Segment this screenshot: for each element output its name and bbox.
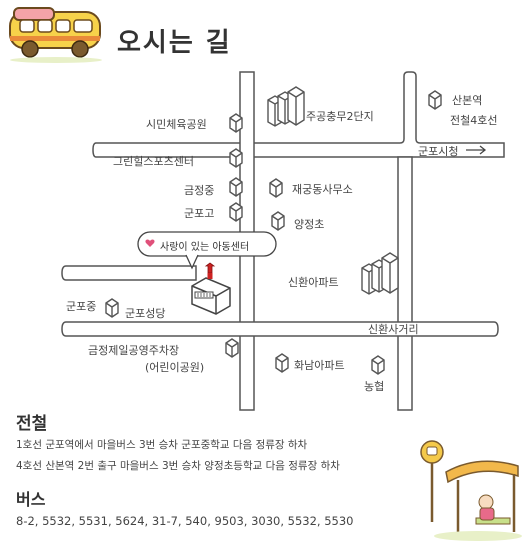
subway-line-4: 4호선 산본역 2번 출구 마을버스 3번 승차 양정초등학교 다음 정류장 하…	[16, 460, 340, 472]
label-sinhwan-junction: 신환사거리	[368, 323, 419, 336]
location-marker-icon	[204, 262, 216, 274]
destination-building	[191, 262, 231, 315]
label-gunpo-high: 군포고	[184, 207, 215, 220]
bus-heading: 버스	[16, 490, 46, 509]
location-map	[61, 71, 505, 411]
building-markers	[105, 90, 442, 375]
road-small	[61, 265, 197, 281]
center-callout	[137, 231, 277, 270]
page-title: 오시는 길	[117, 28, 232, 58]
label-gunpo-city-hall: 군포시청	[418, 145, 459, 158]
bus-numbers: 8-2, 5532, 5531, 5624, 31-7, 540, 9503, …	[16, 514, 354, 528]
building-yangjeong	[271, 211, 285, 231]
label-simin-gym: 시민체육공원	[146, 118, 207, 131]
subway-line-1: 1호선 군포역에서 마을버스 3번 승차 군포중학교 다음 정류장 하차	[16, 439, 308, 451]
building-parking	[225, 338, 239, 358]
road-middle	[61, 321, 499, 337]
label-gunpo-middle: 군포중	[66, 300, 97, 313]
road-top	[92, 71, 505, 158]
label-parking: 금정제일공영주차장	[88, 344, 180, 357]
label-nonghyup: 농협	[364, 380, 385, 393]
apartment-sinhwan	[361, 252, 399, 295]
bus-stop-icon	[420, 440, 522, 541]
building-geumjeong-middle	[229, 177, 243, 197]
label-sanbon: 산본역	[452, 94, 483, 107]
subway-heading: 전철	[16, 414, 48, 434]
building-hwanam	[275, 353, 289, 373]
building-gunpo-high	[229, 202, 243, 222]
building-nonghyup	[371, 355, 385, 375]
label-sanbon-line: 전철4호선	[450, 114, 498, 127]
building-jaegung	[269, 178, 283, 198]
road-right	[397, 156, 413, 411]
label-gunpo-church: 군포성당	[125, 307, 166, 320]
label-green-hill: 그린힐스포츠센터	[113, 155, 194, 168]
label-geumjeong-middle: 금정중	[184, 184, 215, 197]
building-simin-gym	[229, 113, 243, 133]
label-hwanam: 화남아파트	[294, 359, 345, 372]
label-jaegung: 재궁동사무소	[292, 183, 353, 196]
arrow-right-icon	[466, 145, 487, 155]
heart-icon	[145, 239, 155, 247]
bus-icon	[9, 7, 102, 63]
building-sanbon	[428, 90, 442, 110]
label-sinhwan-apt: 신환아파트	[288, 276, 339, 289]
building-green-hill	[229, 148, 243, 168]
label-jugong: 주공충무2단지	[306, 110, 374, 123]
label-center: 사랑이 있는 아동센터	[160, 242, 250, 253]
building-gunpo-middle	[105, 298, 119, 318]
label-yangjeong: 양정초	[294, 218, 325, 231]
apartment-jugong	[267, 86, 305, 127]
label-children-park: (어린이공원)	[145, 361, 205, 374]
